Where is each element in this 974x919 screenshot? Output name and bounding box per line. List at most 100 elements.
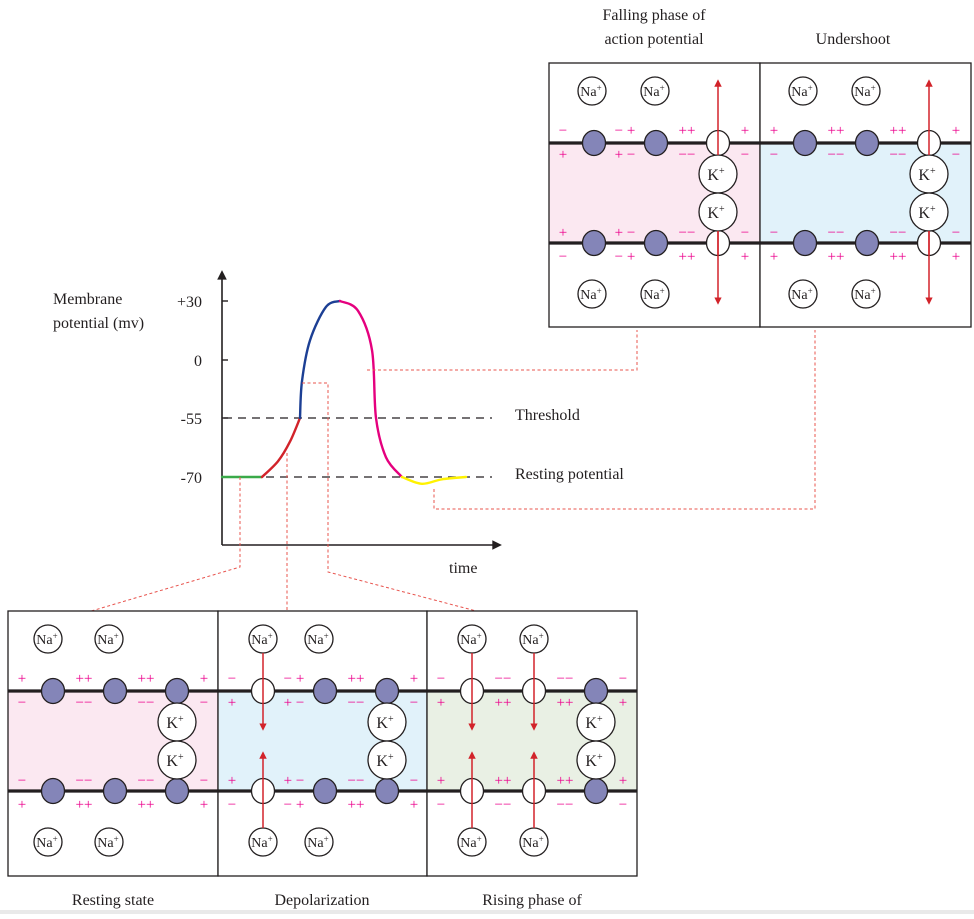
y-tick-label: -55 — [181, 411, 202, 428]
charge-label: + — [200, 797, 208, 813]
charge-label: ++ — [679, 123, 696, 139]
charge-label: − — [410, 695, 418, 711]
reference-line-label: Resting potential — [515, 466, 624, 483]
charge-label: + — [619, 695, 627, 711]
ion-pump — [164, 777, 190, 805]
y-tick-label: 0 — [194, 353, 202, 370]
charge-label: − — [619, 671, 627, 687]
y-tick-label: -70 — [181, 470, 202, 487]
series-falling-phase — [338, 299, 404, 479]
charge-label: −− — [679, 225, 696, 241]
charge-label: ++ — [828, 249, 845, 265]
sodium-ion: Na+ — [577, 279, 607, 309]
charge-label: + — [770, 249, 778, 265]
potassium-ion: K+ — [367, 702, 407, 742]
svg-text:Na+: Na+ — [307, 631, 328, 648]
potassium-ion: K+ — [157, 702, 197, 742]
charge-label: + — [619, 773, 627, 789]
potassium-ion: K+ — [909, 154, 949, 194]
charge-label: − — [410, 773, 418, 789]
svg-text:Na+: Na+ — [36, 631, 57, 648]
potassium-ion: K+ — [698, 154, 738, 194]
svg-text:Na+: Na+ — [522, 631, 543, 648]
charge-label: ++ — [138, 671, 155, 687]
panel-undershoot: K+K+Na+Na+Na+Na+++++++−−−−−−−−−−−−++++++… — [759, 31, 972, 328]
charge-label: −− — [348, 695, 365, 711]
charge-label: − — [200, 773, 208, 789]
series-undershoot — [400, 475, 468, 486]
charge-label: ++ — [138, 797, 155, 813]
charge-label: + — [200, 671, 208, 687]
charge-label: + — [228, 695, 236, 711]
ion-pump — [312, 677, 338, 705]
potassium-ion: K+ — [698, 192, 738, 232]
svg-text:Na+: Na+ — [251, 834, 272, 851]
series-depolarization — [260, 416, 302, 479]
panel-caption: Rising phase of — [482, 892, 582, 909]
charge-label: − + — [615, 249, 636, 265]
svg-text:Na+: Na+ — [460, 631, 481, 648]
charge-label: −− — [138, 695, 155, 711]
charge-label: −− — [828, 225, 845, 241]
series-rising-phase — [298, 299, 342, 420]
leader-falling — [367, 330, 638, 371]
charge-label: − — [741, 225, 749, 241]
bottom-strip — [0, 910, 974, 914]
sodium-ion: Na+ — [248, 624, 278, 654]
charge-label: + — [18, 671, 26, 687]
charge-label: ++ — [76, 671, 93, 687]
charge-label: − — [952, 225, 960, 241]
sodium-ion: Na+ — [248, 827, 278, 857]
potassium-ion: K+ — [576, 740, 616, 780]
charge-label: −− — [557, 797, 574, 813]
reference-line-label: Threshold — [515, 407, 580, 424]
ion-pump — [40, 677, 66, 705]
svg-text:Na+: Na+ — [97, 834, 118, 851]
charge-label: + — [228, 773, 236, 789]
panel-falling: K+K+Na+Na+Na+Na+−− ++++++ −−−−++ −−−−−− … — [548, 7, 761, 328]
sodium-ion: Na+ — [33, 827, 63, 857]
sodium-ion: Na+ — [519, 827, 549, 857]
charge-label: − — [619, 797, 627, 813]
charge-label: ++ — [495, 773, 512, 789]
panel-border — [759, 62, 972, 328]
charge-label: + — [410, 797, 418, 813]
sodium-ion: Na+ — [33, 624, 63, 654]
sodium-ion: Na+ — [640, 76, 670, 106]
svg-text:Na+: Na+ — [36, 834, 57, 851]
charge-label: + — [559, 225, 567, 241]
potassium-ion: K+ — [909, 192, 949, 232]
charge-label: −− — [348, 773, 365, 789]
ion-pump — [583, 677, 609, 705]
charge-label: + − — [284, 695, 305, 711]
svg-text:Na+: Na+ — [791, 83, 812, 100]
panel-caption: action potential — [604, 31, 704, 48]
charge-label: −− — [679, 147, 696, 163]
charge-label: −− — [76, 773, 93, 789]
charge-label: + − — [615, 147, 636, 163]
svg-text:Na+: Na+ — [643, 83, 664, 100]
charge-label: ++ — [679, 249, 696, 265]
svg-text:Na+: Na+ — [460, 834, 481, 851]
svg-text:Na+: Na+ — [522, 834, 543, 851]
charge-label: + — [437, 695, 445, 711]
panel-resting: K+K+Na+Na+Na+Na+++++++−−−−−−−−−−−−++++++… — [7, 610, 219, 909]
ion-pump — [583, 777, 609, 805]
sodium-ion: Na+ — [304, 827, 334, 857]
membrane-potential-chart: Membrane potential (mv) time +300-55-70 … — [53, 270, 624, 577]
charge-label: + — [410, 671, 418, 687]
svg-text:Na+: Na+ — [580, 286, 601, 303]
charge-label: −− — [890, 225, 907, 241]
leader-resting — [87, 477, 241, 613]
sodium-ion: Na+ — [577, 76, 607, 106]
charge-label: − — [741, 147, 749, 163]
ion-pump — [374, 677, 400, 705]
charge-label: + — [741, 249, 749, 265]
charge-label: − — [228, 797, 236, 813]
charge-label: + − — [284, 773, 305, 789]
charge-label: + — [18, 797, 26, 813]
charge-label: + — [952, 123, 960, 139]
ion-pump — [102, 777, 128, 805]
panel-caption: Undershoot — [816, 31, 891, 48]
